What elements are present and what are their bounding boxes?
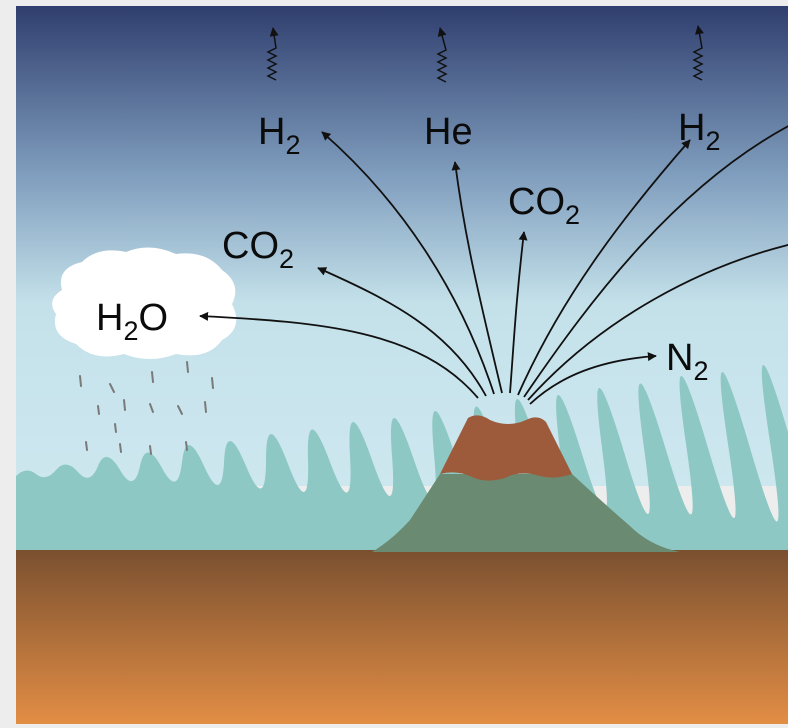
label-co2-left: CO2 (222, 225, 294, 274)
escape-squiggle-right (692, 25, 704, 81)
arrow-to-n2 (529, 352, 657, 405)
arrow-to-co2-left (317, 267, 487, 397)
rain (79, 361, 214, 455)
arrow-to-he (451, 161, 503, 394)
ground (16, 550, 788, 724)
cloud (52, 247, 237, 359)
escape-squiggle-left (266, 27, 279, 81)
label-h2-left: H2 (258, 111, 300, 160)
arrow-offscreen-lower (527, 244, 788, 401)
label-co2-upper: CO2 (508, 181, 580, 230)
arrow-to-h2-right (517, 139, 691, 396)
label-he: He (424, 111, 473, 153)
volcano-peak (440, 415, 572, 481)
arrow-offscreen-upper (523, 125, 788, 398)
arrow-to-h2o (199, 311, 479, 399)
escape-squiggle-middle (436, 27, 448, 83)
label-h2o: H2O (96, 297, 168, 346)
label-n2: N2 (666, 337, 708, 386)
arrow-to-h2-left (321, 131, 495, 395)
arrow-to-co2-upper (509, 231, 528, 394)
label-h2-right: H2 (678, 107, 720, 156)
volcano-base (372, 474, 680, 552)
sky (16, 6, 788, 486)
